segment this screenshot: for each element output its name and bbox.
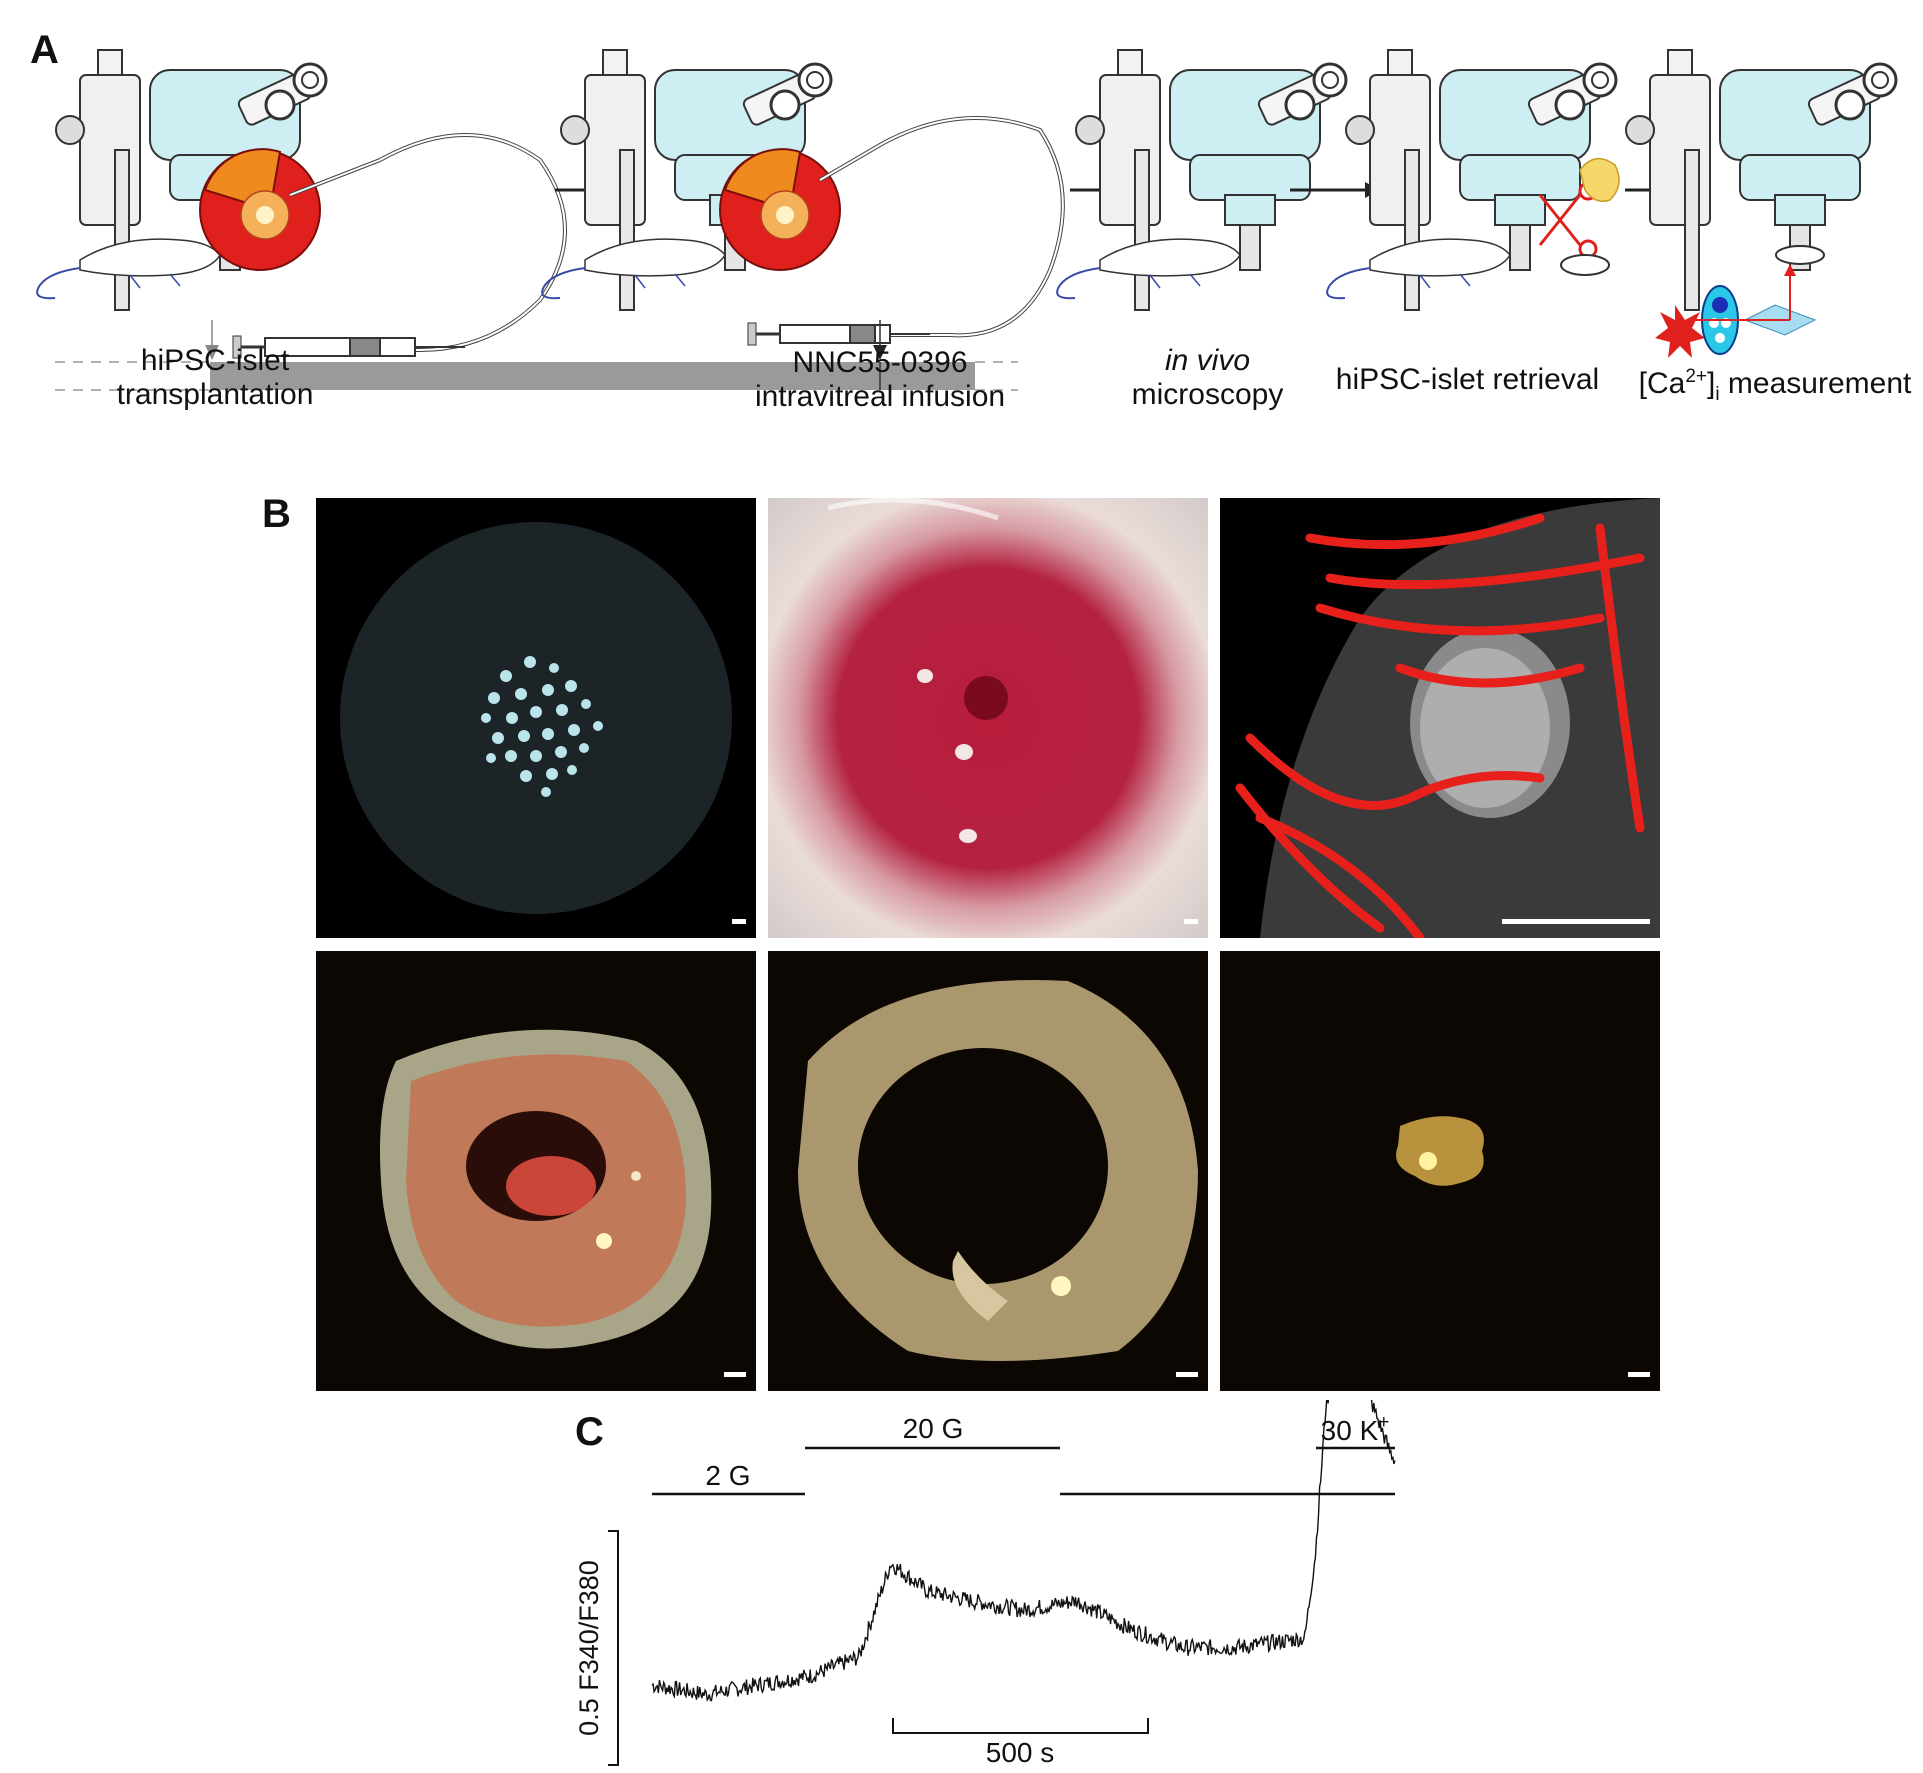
calcium-trace-chart: 2 G 20 G 30 K+ 0.5 F340/F380 500 s: [574, 1400, 1396, 1768]
step-4-label: hiPSC-islet retrieval: [1335, 363, 1600, 396]
scissors-icon: [1538, 157, 1620, 259]
panel-a-letter: A: [30, 28, 59, 72]
step-3-illustration: [1056, 48, 1348, 312]
step-1-illustration: [36, 48, 328, 312]
petri-dish-icon: [1560, 254, 1610, 276]
timeline-bar: [210, 362, 975, 390]
x-scale-bar: [892, 1718, 1149, 1734]
trace-series: [651, 1400, 1396, 1702]
step-2-illustration: [541, 48, 841, 312]
panel-a-schematic: [36, 48, 1898, 391]
scale-bar: [1628, 1372, 1650, 1377]
stim-label-20g: 20 G: [903, 1413, 964, 1444]
y-scale-label: 0.5 F340/F380: [574, 1560, 604, 1736]
photo-retrieved-eye-whole: [316, 951, 756, 1391]
photo-eye-anterior: [768, 498, 1208, 938]
trace-line: [651, 1400, 1396, 1702]
scale-bar: [1176, 1372, 1198, 1377]
syringe-2-icon: [747, 322, 930, 346]
photo-islets-dish: [316, 498, 756, 938]
photo-vasculature-confocal: [1220, 498, 1660, 938]
timeline-label: 2 months: [534, 442, 651, 473]
step-5-label: [Ca2+]i measurement: [1638, 366, 1912, 405]
panel-c-letter: C: [575, 1410, 604, 1454]
panel-b-letter: B: [262, 492, 291, 536]
y-scale-bar: [608, 1530, 619, 1766]
photo-retrieved-islet: [1220, 951, 1660, 1391]
step-5-illustration: [1624, 48, 1898, 312]
scale-bar: [1184, 919, 1198, 924]
calcium-imaging-icon: [1655, 264, 1817, 358]
syringe-1-icon: [232, 335, 465, 359]
scale-bar: [1502, 919, 1650, 924]
scale-bar: [732, 919, 746, 924]
scale-bar: [724, 1372, 746, 1377]
stim-label-2g: 2 G: [705, 1460, 750, 1491]
x-scale-label: 500 s: [986, 1737, 1055, 1768]
photo-retrieved-iris-ring: [768, 951, 1208, 1391]
stim-label-30k: 30 K+: [1321, 1412, 1390, 1446]
